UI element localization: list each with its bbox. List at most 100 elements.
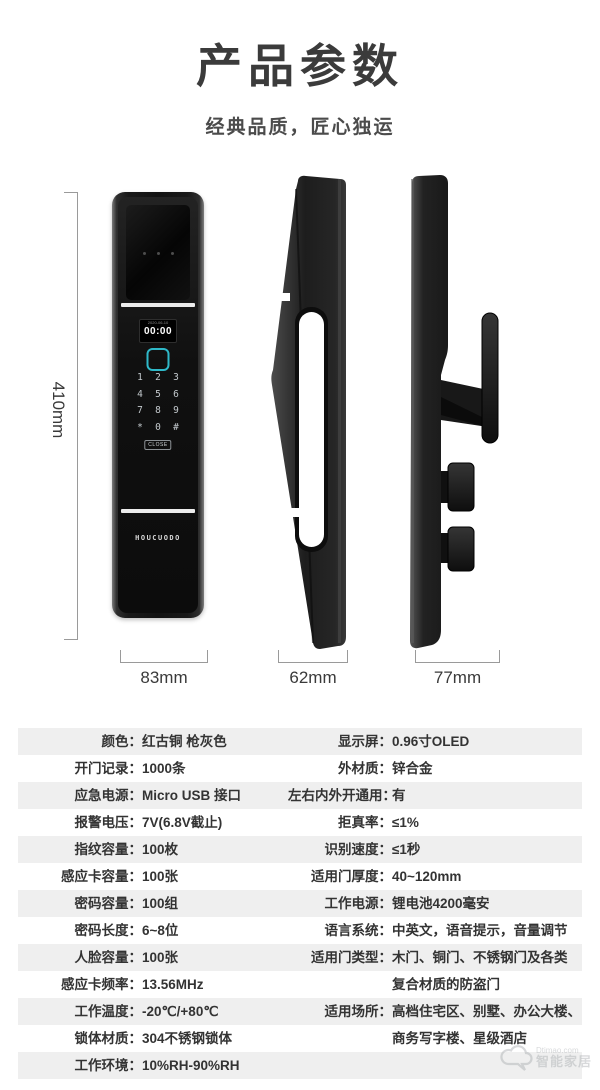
fingerprint-pad-icon [146,348,170,371]
spec-cell: 复合材质的防盗门 [288,971,582,998]
spec-value: 13.56MHz [142,977,204,992]
keypad-key: 4 [137,388,143,400]
spec-cell: 适用场所：高档住宅区、别墅、办公大楼、 [288,998,582,1025]
spec-cell: 左右内外开通用：有 [288,782,582,809]
spec-value: -20℃/+80℃ [142,1004,219,1019]
spec-value: 0.96寸OLED [392,734,470,749]
spec-label: 密码长度： [74,923,143,938]
spec-value: 中英文，语音提示，音量调节 [392,923,568,938]
spec-cell: 颜色：红古铜 枪灰色 [18,728,288,755]
front-width-dimension-label: 83mm [140,668,188,687]
spec-row: 工作环境：10%RH-90%RH [18,1052,582,1079]
spec-value: 10%RH-90%RH [142,1058,240,1073]
sensor-dots [126,252,190,255]
screen-date: 2020-06-10 [147,320,169,325]
back-width-dimension-label: 77mm [433,668,482,687]
spec-cell: 工作电源：锂电池4200毫安 [288,890,582,917]
spec-label: 报警电压： [74,815,143,830]
spec-row: 锁体材质：304不锈钢锁体 商务写字楼、星级酒店 [18,1025,582,1052]
spec-label: 开门记录： [74,761,143,776]
spec-cell: 识别速度：≤1秒 [288,836,582,863]
spec-row: 密码长度：6~8位语言系统：中英文，语音提示，音量调节 [18,917,582,944]
keypad-key: 5 [155,388,161,400]
keypad-key: 6 [173,388,179,400]
spec-value: ≤1秒 [392,842,421,857]
spec-cell: 显示屏：0.96寸OLED [288,728,582,755]
keypad-key: 9 [173,405,179,416]
spec-label: 人脸容量： [74,950,143,965]
spec-cell: 拒真率：≤1% [288,809,582,836]
sensor-dot [156,252,160,255]
spec-label: 适用门类型： [311,950,392,965]
spec-cell: 商务写字楼、星级酒店 [288,1025,582,1052]
sensor-dot [142,252,146,255]
watermark-line1: Dtimao.com [535,1045,579,1055]
spec-value: 100枚 [142,842,179,857]
close-key: CLOSE [144,440,172,450]
spec-cell: 工作温度：-20℃/+80℃ [18,998,288,1025]
spec-label: 感应卡容量： [61,869,142,884]
spec-cell: 开门记录：1000条 [18,755,288,782]
spec-cell: 感应卡容量：100张 [18,863,288,890]
spec-cell: 适用门厚度：40~120mm [288,863,582,890]
keypad-key: 3 [173,372,179,383]
spec-cell: 适用门类型：木门、铜门、不锈钢门及各类 [288,944,582,971]
spec-value: 40~120mm [392,869,462,884]
spec-cell: 指纹容量：100枚 [18,836,288,863]
spec-cell: 语言系统：中英文，语音提示，音量调节 [288,917,582,944]
spec-label: 颜色： [101,734,143,749]
spec-value: 100张 [142,950,179,965]
spec-label: 识别速度： [324,842,393,857]
back-width-dimension-line [415,650,500,663]
lock-back-view-image [410,175,499,649]
spec-value: 红古铜 枪灰色 [142,734,227,749]
spec-value: 100组 [142,896,179,911]
spec-row: 应急电源：Micro USB 接口左右内外开通用：有 [18,782,582,809]
side-depth-dimension-label: 62mm [289,668,337,687]
divider-strip-top [121,303,195,307]
spec-label: 工作电源： [324,896,393,911]
keypad-key: # [173,421,179,433]
watermark-line2: 智能家居 [535,1053,592,1069]
page-title: 产品参数 [196,40,404,92]
spec-label [288,1052,392,1079]
brand-logo-text: HOUCUODO [135,534,181,542]
spec-row: 感应卡容量：100张适用门厚度：40~120mm [18,863,582,890]
spec-value: 7V(6.8V截止) [142,815,223,830]
camera-glass-panel [126,205,190,300]
spec-row: 密码容量：100组工作电源：锂电池4200毫安 [18,890,582,917]
spec-cell: 锁体材质：304不锈钢锁体 [18,1025,288,1052]
spec-value: ≤1% [392,815,419,830]
height-dimension-label: 410mm [49,381,68,439]
spec-cell: 密码长度：6~8位 [18,917,288,944]
spec-cell: 应急电源：Micro USB 接口 [18,782,288,809]
keypad-key: 1 [137,372,143,383]
spec-value: 锂电池4200毫安 [392,896,490,911]
keypad-key: 8 [155,405,161,416]
spec-label: 应急电源： [74,788,143,803]
spec-label: 锁体材质： [74,1031,143,1046]
spec-label: 外材质： [338,761,392,776]
divider-strip-bottom [121,509,195,513]
spec-label: 拒真率： [338,815,392,830]
sensor-dot [170,252,174,255]
spec-value: 6~8位 [142,923,179,938]
spec-row: 人脸容量：100张 适用门类型：木门、铜门、不锈钢门及各类 [18,944,582,971]
spec-row: 颜色：红古铜 枪灰色显示屏：0.96寸OLED [18,728,582,755]
spec-value: 商务写字楼、星级酒店 [392,1031,527,1046]
keypad-key: 0 [155,421,161,433]
spec-label: 感应卡频率： [61,977,142,992]
spec-label: 显示屏： [338,734,392,749]
oled-screen: 2020-06-10 00:00 [139,319,177,343]
spec-label [288,1025,392,1052]
spec-cell: 感应卡频率：13.56MHz [18,971,288,998]
spec-value: 有 [392,788,406,803]
spec-value: 100张 [142,869,179,884]
height-dimension-line [64,192,78,640]
spec-label: 工作环境： [74,1058,143,1073]
